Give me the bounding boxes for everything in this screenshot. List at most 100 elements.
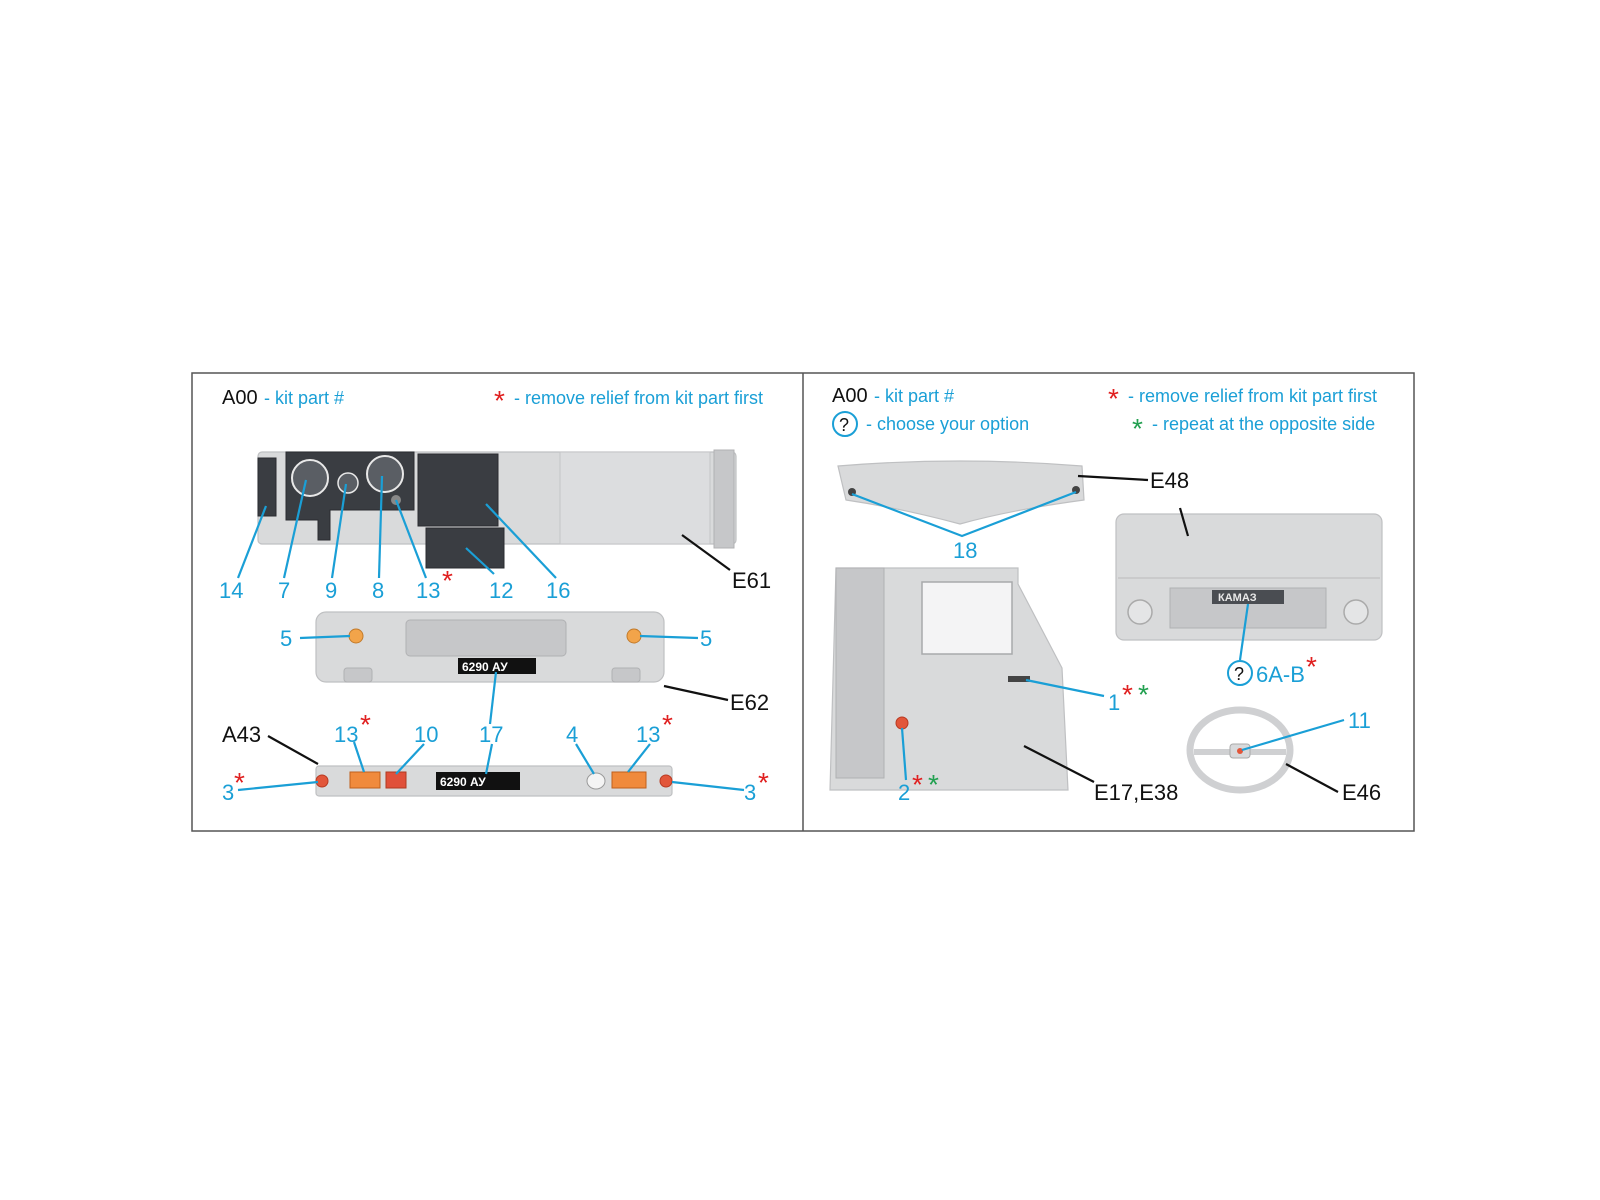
gauge-center — [337, 472, 359, 494]
kit-part-e17-e38: E17,E38 — [1094, 780, 1178, 805]
callout-13-rear-left-asterisk: * — [360, 709, 371, 740]
grille-leaders — [1178, 507, 1253, 686]
callout-1-red-asterisk: * — [1122, 679, 1133, 710]
rear-bar-labels: A43 3 * 13 * 10 17 4 13 * 3 * 17 — [222, 709, 769, 805]
headlight-right — [1343, 599, 1369, 625]
callout-10: 10 — [414, 722, 438, 747]
legend-kit-code-right: A00 — [832, 385, 868, 407]
option-circle-icon — [832, 411, 858, 437]
callout-5-right: 5 — [700, 626, 712, 651]
bumper-center-recess — [405, 619, 567, 657]
door-handle-lights — [1008, 676, 1030, 682]
kit-part-e48: E48 — [1150, 468, 1189, 493]
leader-13-left — [352, 741, 366, 773]
front-bumper-part: 6290 АУ — [315, 611, 665, 683]
callout-11: 11 — [1348, 708, 1371, 733]
bumper-leaders — [299, 634, 729, 725]
gauge-left — [291, 459, 329, 497]
cab-door-part — [829, 567, 1069, 791]
leader-5-right — [639, 634, 699, 640]
bumper-vent-left — [343, 667, 373, 683]
dashboard-part — [257, 449, 737, 569]
callout-3-left-asterisk: * — [234, 767, 245, 798]
legend-kit-text: - kit part # — [264, 388, 344, 408]
leader-14 — [236, 505, 268, 579]
callout-12: 12 — [489, 578, 513, 603]
bumper-labels: 5 5 E62 — [280, 626, 769, 715]
legend-choose-text: - choose your option — [866, 414, 1029, 434]
callout-13: 13 — [416, 578, 440, 603]
callout-2-green-asterisk: * — [928, 769, 939, 800]
right-legend: A00 - kit part # * - remove relief from … — [832, 383, 1377, 444]
callout-6ab: 6A-B — [1256, 662, 1305, 687]
leader-10 — [395, 743, 425, 775]
callout-9: 9 — [325, 578, 337, 603]
rear-white-light — [586, 772, 606, 790]
leader-a43 — [267, 735, 319, 765]
door-window — [921, 581, 1013, 655]
headlight-left — [1127, 599, 1153, 625]
side-marker-light — [895, 716, 909, 730]
rear-license-plate — [436, 772, 520, 790]
kit-part-e46: E46 — [1342, 780, 1381, 805]
leader-8 — [377, 475, 384, 579]
bumper-vent-right — [611, 667, 641, 683]
rear-light-right — [611, 771, 647, 789]
callout-1-green-asterisk: * — [1138, 679, 1149, 710]
rear-end-light-right — [659, 774, 673, 788]
leader-e61 — [681, 534, 731, 571]
callout-7: 7 — [278, 578, 290, 603]
leader-12 — [465, 547, 495, 575]
dashboard-labels: 14 7 9 8 13 * 12 16 E61 — [219, 565, 771, 603]
rear-bar-leaders — [237, 735, 745, 792]
leader-e48-visor — [1077, 474, 1149, 482]
kit-part-e62: E62 — [730, 690, 769, 715]
leader-5-left — [299, 634, 351, 640]
legend-kit-text-right: - kit part # — [874, 386, 954, 406]
callout-3-right-asterisk: * — [758, 767, 769, 798]
dashboard-end-cap — [713, 449, 735, 549]
option-symbol-6ab: ? — [1234, 664, 1244, 684]
leader-3-right — [671, 780, 745, 792]
gauge-right — [366, 455, 404, 493]
wheel-rim — [1186, 706, 1294, 794]
leader-e48-grille — [1178, 507, 1190, 537]
cab-leaders — [900, 678, 1105, 783]
rear-bar-part: 6290 АУ — [315, 765, 673, 797]
leader-9 — [330, 483, 348, 579]
leader-e17 — [1023, 745, 1095, 783]
option-circle-6ab-icon — [1227, 660, 1253, 686]
front-license-plate — [458, 658, 536, 674]
center-console-lower — [425, 527, 505, 569]
leader-2 — [900, 727, 908, 781]
wheel-emblem — [1237, 748, 1243, 754]
rear-end-light-left — [315, 774, 329, 788]
visor-body — [837, 460, 1085, 525]
legend-kit-code: A00 — [222, 387, 258, 409]
legend-red-asterisk: * — [494, 385, 505, 416]
leader-13-right — [627, 743, 651, 773]
fog-light-left — [348, 628, 364, 644]
callout-2-red-asterisk: * — [912, 769, 923, 800]
dashboard-leaders — [236, 475, 731, 579]
wheel-leaders — [1241, 718, 1345, 793]
legend-green-asterisk: * — [1132, 413, 1143, 444]
leader-17-front — [488, 671, 498, 725]
callout-3-left: 3 — [222, 780, 234, 805]
callout-1: 1 — [1108, 690, 1120, 715]
switch-strip — [257, 457, 277, 517]
grille-part: КАМАЗ — [1115, 513, 1383, 641]
leader-18 — [851, 490, 1077, 538]
callout-17-rear: 17 — [479, 722, 503, 747]
kamaz-badge-text: КАМАЗ — [1218, 592, 1257, 604]
callout-5-left: 5 — [280, 626, 292, 651]
leader-4 — [575, 743, 595, 775]
callout-18: 18 — [953, 538, 977, 563]
leader-6ab — [1238, 603, 1250, 661]
legend-remove-text: - remove relief from kit part first — [514, 388, 763, 408]
callout-13-rear-right-asterisk: * — [662, 709, 673, 740]
rear-light-left — [349, 771, 381, 789]
center-console-upper — [417, 453, 499, 527]
callout-2: 2 — [898, 780, 910, 805]
